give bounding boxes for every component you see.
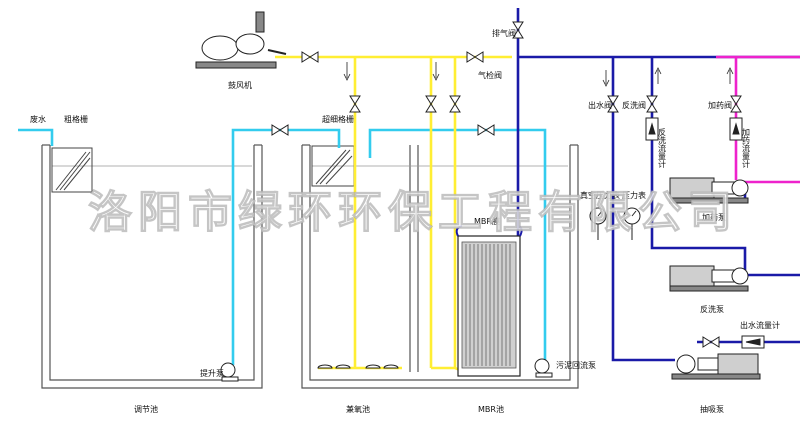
dosing-pump-icon [669,177,749,204]
label-pressure-gauge: 压力表 [622,190,646,200]
label-outlet-valve: 出水阀 [588,100,612,110]
label-vent-valve: 排气阀 [492,28,516,38]
label-backwash-pump: 反洗泵 [700,304,724,314]
label-backwash-valve: 反洗阀 [622,100,646,110]
label-tank-mbr: MBR池 [478,404,504,414]
label-backwash-flowmeter: 反洗流量计 [658,127,667,169]
label-tank-anoxic: 兼氧池 [346,404,370,414]
label-blower: 鼓风机 [228,80,252,90]
gauges [589,207,641,240]
suction-pump-icon [671,353,761,380]
coarse-screen [51,147,93,193]
label-lift-pump: 提升泵 [200,368,224,378]
sludge-pump-icon [534,358,553,378]
label-dosing-pump: 加药泵 [702,212,726,222]
flow-arrows [343,62,734,87]
blower-icon [195,11,287,69]
label-sludge-pump: 污泥回流泵 [556,360,596,370]
tank-anoxic-mbr [301,144,579,389]
label-vacuum-gauge: 真空压力表 [580,190,620,200]
diffusers [317,364,399,369]
label-dosing-flowmeter: 加药流量计 [742,127,751,169]
lift-pump-icon [220,362,239,382]
label-dosing-valve: 加药阀 [708,100,732,110]
flowmeters [645,117,765,349]
label-mbr-module: MBR膜 [474,216,500,226]
label-inlet: 废水 [30,114,46,124]
backwash-pump-icon [669,265,749,292]
label-air-valve: 气检阀 [478,70,502,80]
clean-water-pipes [516,8,800,362]
mbr-module [455,225,523,377]
label-outlet-flowmeter: 出水流量计 [740,320,780,330]
label-coarse-screen: 粗格栅 [64,114,88,124]
fine-screen [311,145,355,187]
label-suction-pump: 抽吸泵 [700,404,724,414]
label-tank-equalization: 调节池 [134,404,158,414]
valves [271,21,742,348]
label-fine-screen: 超细格栅 [322,114,354,124]
tank-equalization [41,144,263,389]
chemical-pipes [716,55,800,184]
